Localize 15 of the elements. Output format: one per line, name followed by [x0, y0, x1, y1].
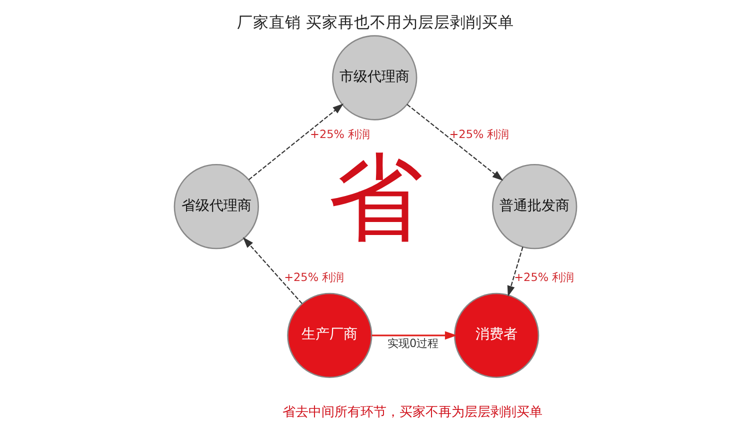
edge-label: +25% 利润 — [310, 128, 370, 142]
edge-label: +25% 利润 — [514, 270, 574, 284]
edge-label: +25% 利润 — [448, 128, 509, 142]
arrow — [506, 246, 523, 297]
node-circle: 生产厂商 — [286, 292, 372, 378]
diagram-title: 厂家直销 买家再也不用为层层剥削买单 — [236, 14, 514, 32]
node-circle: 消费者 — [453, 292, 539, 378]
edge-label: 实现0过程 — [387, 337, 438, 350]
label: 省 — [328, 143, 422, 254]
arrow — [242, 237, 302, 304]
edge-label: +25% 利润 — [284, 270, 344, 284]
arrow — [371, 331, 457, 340]
arrow — [406, 104, 503, 181]
label: 省去中间所有环节，买家不再为层层剥削买单 — [282, 404, 542, 420]
arrow — [248, 104, 344, 180]
